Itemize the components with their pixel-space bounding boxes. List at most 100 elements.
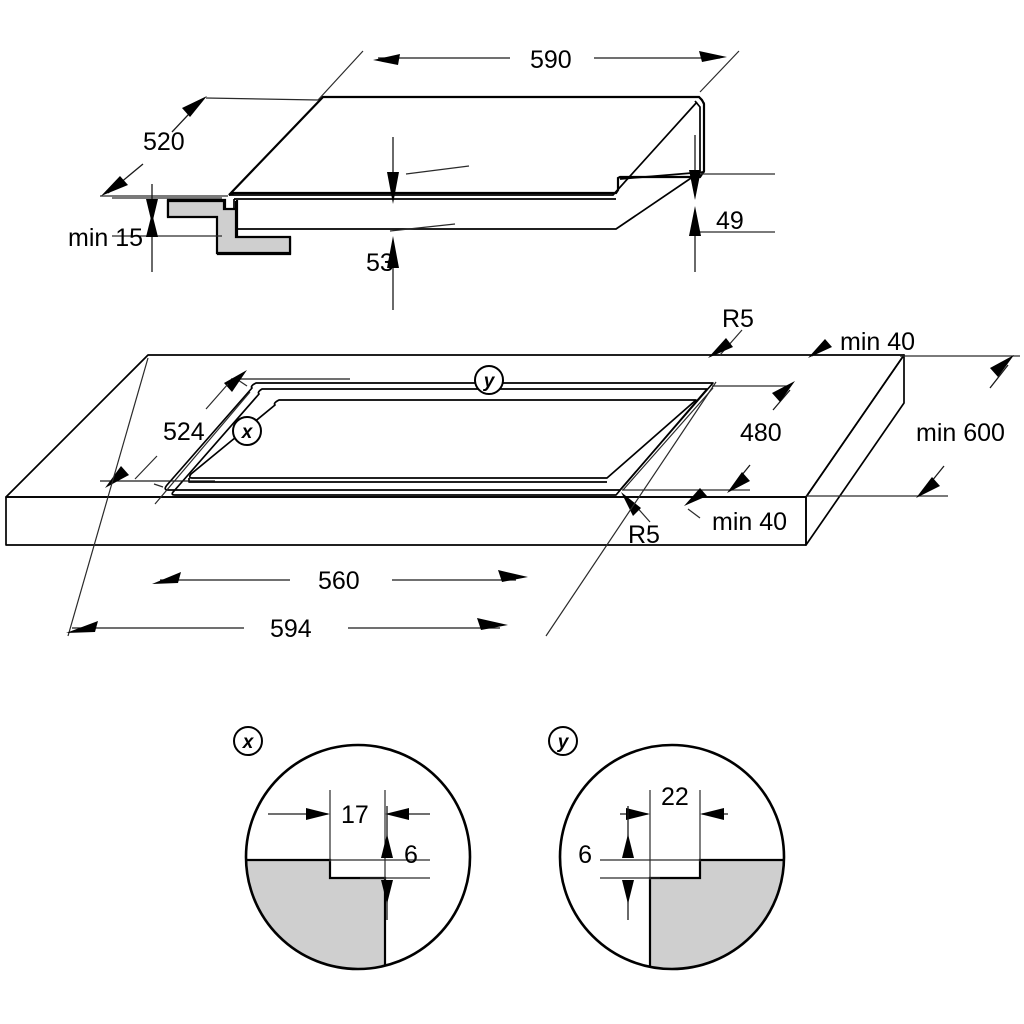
dim-480-group: 480 [622, 381, 795, 493]
dim-524-ext-bottom [153, 483, 164, 488]
dim-53-arrow-bottom [387, 236, 399, 268]
balloon-detail-y: y [474, 365, 504, 395]
r5-bottom-label: R5 [628, 521, 660, 549]
hob-body-outline [233, 171, 701, 230]
dim-53-group: 53 [366, 137, 470, 310]
detail-x-dim-17: 17 [268, 790, 430, 880]
dim-524-leader-up [205, 383, 229, 410]
dim-min15-label: min 15 [68, 224, 143, 252]
dim-520-ext-top [205, 97, 319, 101]
cutout-view-group: 524 x y 480 R5 [5, 305, 1020, 643]
dim-520-arrow-bottom [101, 176, 128, 196]
dim-53-ext-bottom [389, 223, 456, 232]
dim-min15-arrow-top [146, 199, 158, 224]
dim-520-arrow-top [182, 96, 207, 117]
dim-524-group: 524 [100, 370, 350, 488]
detail-x-6-arrow-bottom [381, 880, 393, 904]
dim-480-label: 480 [740, 419, 782, 447]
dim-min15-arrow-bottom [146, 213, 158, 237]
worktop-bracket-section-2 [166, 199, 292, 255]
detail-x-profile [246, 858, 387, 969]
dim-590-arrow-right [699, 51, 727, 62]
detail-y-22-arrow-right [700, 808, 724, 820]
dim-49-group: 49 [689, 135, 775, 272]
dim-49-arrow-top [689, 170, 701, 200]
dim-590-group: 590 [317, 46, 740, 101]
dim-590-arrow-left [373, 54, 400, 65]
dim-560-label: 560 [318, 567, 360, 595]
hob-right-bevel [619, 96, 705, 180]
balloon-x-circle [232, 416, 262, 446]
dim-594-group: 594 [66, 357, 717, 643]
detail-y-dim-22: 22 [620, 783, 728, 880]
leader-min40-front: min 40 [684, 488, 787, 536]
detail-y-balloon-circle [548, 726, 578, 756]
dim-560-arrow-right [498, 570, 528, 582]
dim-min600-line-top [989, 364, 1009, 389]
min40-front-label: min 40 [712, 508, 787, 536]
leader-min40-rear: min 40 [808, 328, 915, 358]
dim-min600-arrow-top [990, 355, 1014, 377]
detail-y-balloon-label: y [557, 732, 570, 753]
side-view-group: 590 520 49 [68, 46, 775, 310]
dim-590-ext-left [317, 50, 364, 101]
dim-524-leader-down [134, 455, 158, 480]
detail-x-material [246, 860, 385, 969]
hob-top-plate [228, 95, 706, 197]
dim-560-ext-right [622, 387, 714, 491]
dim-524-arrow-bottom [105, 466, 129, 488]
detail-x-17-arrow-right [385, 808, 409, 820]
dim-min600-group: min 600 [806, 355, 1020, 498]
dim-594-arrow-left [66, 621, 98, 633]
dim-560-group: 560 [152, 387, 714, 595]
hob-right-bevel-inner [694, 100, 701, 170]
min40-front-arrow [684, 488, 707, 506]
detail-y-dim-6: 6 [578, 806, 700, 920]
dim-590-label: 590 [530, 46, 572, 74]
min40-rear-label: min 40 [840, 328, 915, 356]
dim-53-ext-top [405, 165, 470, 175]
detail-x-balloon-circle [233, 726, 263, 756]
detail-x-balloon-label: x [242, 732, 255, 753]
detail-x-dim-6: 6 [330, 806, 430, 920]
cutout-outer-rect-inner [171, 388, 708, 496]
detail-x-6-label: 6 [404, 841, 418, 869]
dim-520-group: 520 [100, 96, 319, 197]
dim-594-label: 594 [270, 615, 312, 643]
dim-520-label: 520 [143, 128, 185, 156]
detail-x-circle [244, 743, 472, 971]
dim-480-line-top [772, 389, 791, 411]
dim-594-ext-left [67, 357, 149, 637]
r5-top-arrow [708, 338, 733, 358]
dim-594-arrow-right [477, 618, 508, 630]
cutout-inner-rect [188, 399, 697, 479]
detail-y-6-arrow-bottom [622, 880, 634, 904]
hob-top-edge-line [229, 101, 698, 196]
balloon-x-label: x [241, 422, 254, 443]
detail-x-6-arrow-top [381, 834, 393, 858]
dim-480-arrow-bottom [727, 472, 750, 493]
r5-bottom-arrow [621, 492, 641, 516]
detail-y-profile [648, 858, 784, 969]
detail-y-22-label: 22 [661, 783, 689, 811]
dim-min600-label: min 600 [916, 419, 1005, 447]
detail-y-clipped [648, 858, 784, 969]
dim-49-label: 49 [716, 207, 744, 235]
dim-min600-arrow-bottom [916, 477, 940, 498]
detail-x-balloon: x [233, 726, 263, 756]
detail-y-group: y 22 6 [548, 726, 786, 971]
worktop-right-face [805, 354, 905, 546]
dim-590-ext-right [699, 50, 740, 93]
dim-min15-group: min 15 [68, 184, 222, 272]
detail-y-22-arrow-left [626, 808, 650, 820]
balloon-detail-x: x [232, 416, 262, 446]
cutout-inner-ledge [188, 478, 607, 483]
detail-x-17-label: 17 [341, 801, 369, 829]
dim-524-arrow-top [224, 370, 247, 392]
detail-y-balloon: y [548, 726, 578, 756]
r5-top-label: R5 [722, 305, 754, 333]
leader-r5-bottom: R5 [621, 492, 660, 549]
detail-y-6-label: 6 [578, 841, 592, 869]
